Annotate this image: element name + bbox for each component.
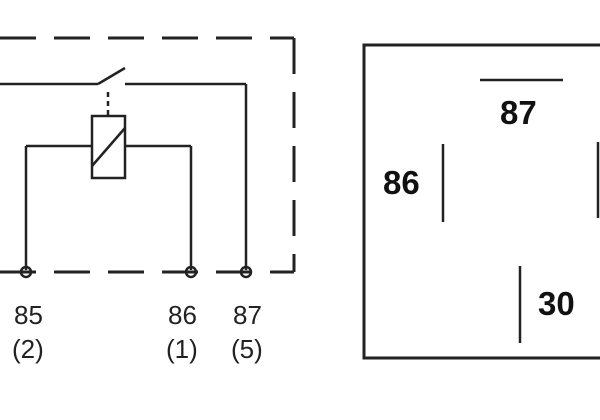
pin-code-85: (2) bbox=[12, 334, 44, 364]
terminal-85 bbox=[19, 265, 33, 279]
pin-code-87: (5) bbox=[231, 334, 263, 364]
terminal-87 bbox=[239, 265, 253, 279]
pin-layout-label-87: 87 bbox=[500, 94, 537, 131]
pin-layout-box bbox=[362, 43, 600, 360]
relay-schematic: 85 (2) 86 (1) 87 (5) bbox=[0, 36, 296, 364]
switch-contact bbox=[0, 66, 248, 270]
relay-pin-layout: 87 86 30 bbox=[362, 43, 600, 360]
terminals bbox=[19, 265, 253, 279]
pin-layout-label-86: 86 bbox=[383, 164, 420, 201]
pin-label-86: 86 bbox=[168, 300, 197, 330]
pin-layout-label-30: 30 bbox=[538, 285, 575, 322]
relay-coil bbox=[24, 114, 193, 270]
pin-code-86: (1) bbox=[166, 334, 198, 364]
terminal-86 bbox=[184, 265, 198, 279]
relay-housing-outline bbox=[0, 36, 296, 274]
pin-label-87: 87 bbox=[233, 300, 262, 330]
pin-label-85: 85 bbox=[14, 300, 43, 330]
